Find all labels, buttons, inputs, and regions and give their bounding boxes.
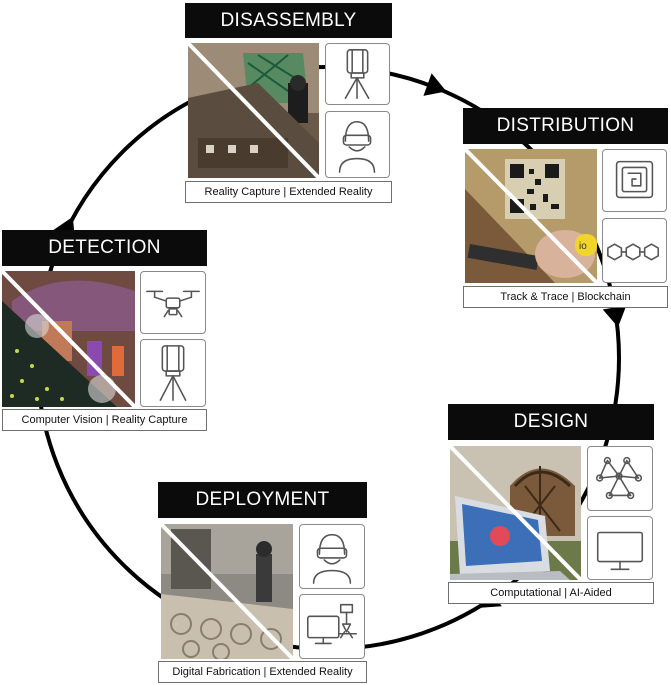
- drone-icon: [140, 271, 206, 334]
- stage-photo: [2, 271, 135, 407]
- stage-caption: Track & Trace | Blockchain: [463, 286, 668, 308]
- vr-headset-user-icon: [299, 524, 365, 589]
- stage-caption: Computer Vision | Reality Capture: [2, 409, 207, 431]
- stage-title: DEPLOYMENT: [158, 482, 367, 518]
- stage-caption: Computational | AI-Aided: [448, 582, 654, 604]
- stage-caption: Reality Capture | Extended Reality: [185, 181, 392, 203]
- stage-photo: [450, 446, 581, 580]
- stage-photo: io: [465, 149, 597, 283]
- stage-title: DETECTION: [2, 230, 207, 266]
- cnc-machine-icon: [299, 594, 365, 659]
- laser-scanner-icon: [140, 339, 206, 407]
- blockchain-icon: [602, 218, 667, 283]
- laser-scanner-icon: [325, 43, 390, 105]
- rfid-chip-icon: [602, 149, 667, 212]
- stage-photo: [161, 524, 293, 659]
- stage-caption: Digital Fabrication | Extended Reality: [158, 661, 367, 683]
- stage-title: DESIGN: [448, 404, 654, 440]
- stage-photo: [188, 43, 319, 178]
- stage-design: DESIGN Computational | AI-Aided: [448, 404, 654, 604]
- stage-distribution: DISTRIBUTION io Track & Tr: [463, 108, 668, 308]
- vr-headset-user-icon: [325, 111, 390, 178]
- stage-title: DISASSEMBLY: [185, 3, 392, 38]
- cycle-arrow-2: [602, 305, 627, 328]
- cycle-arrow-1: [423, 73, 447, 96]
- photo-badge: io: [579, 241, 587, 252]
- stage-disassembly: DISASSEMBLY Reality Capture | Extended: [185, 3, 392, 203]
- stage-detection: DETECTION: [2, 230, 207, 431]
- computer-monitor-icon: [587, 516, 653, 580]
- stage-deployment: DEPLOYMENT Digital Fabrication | E: [158, 482, 367, 683]
- stage-title: DISTRIBUTION: [463, 108, 668, 144]
- neural-network-icon: [587, 446, 653, 511]
